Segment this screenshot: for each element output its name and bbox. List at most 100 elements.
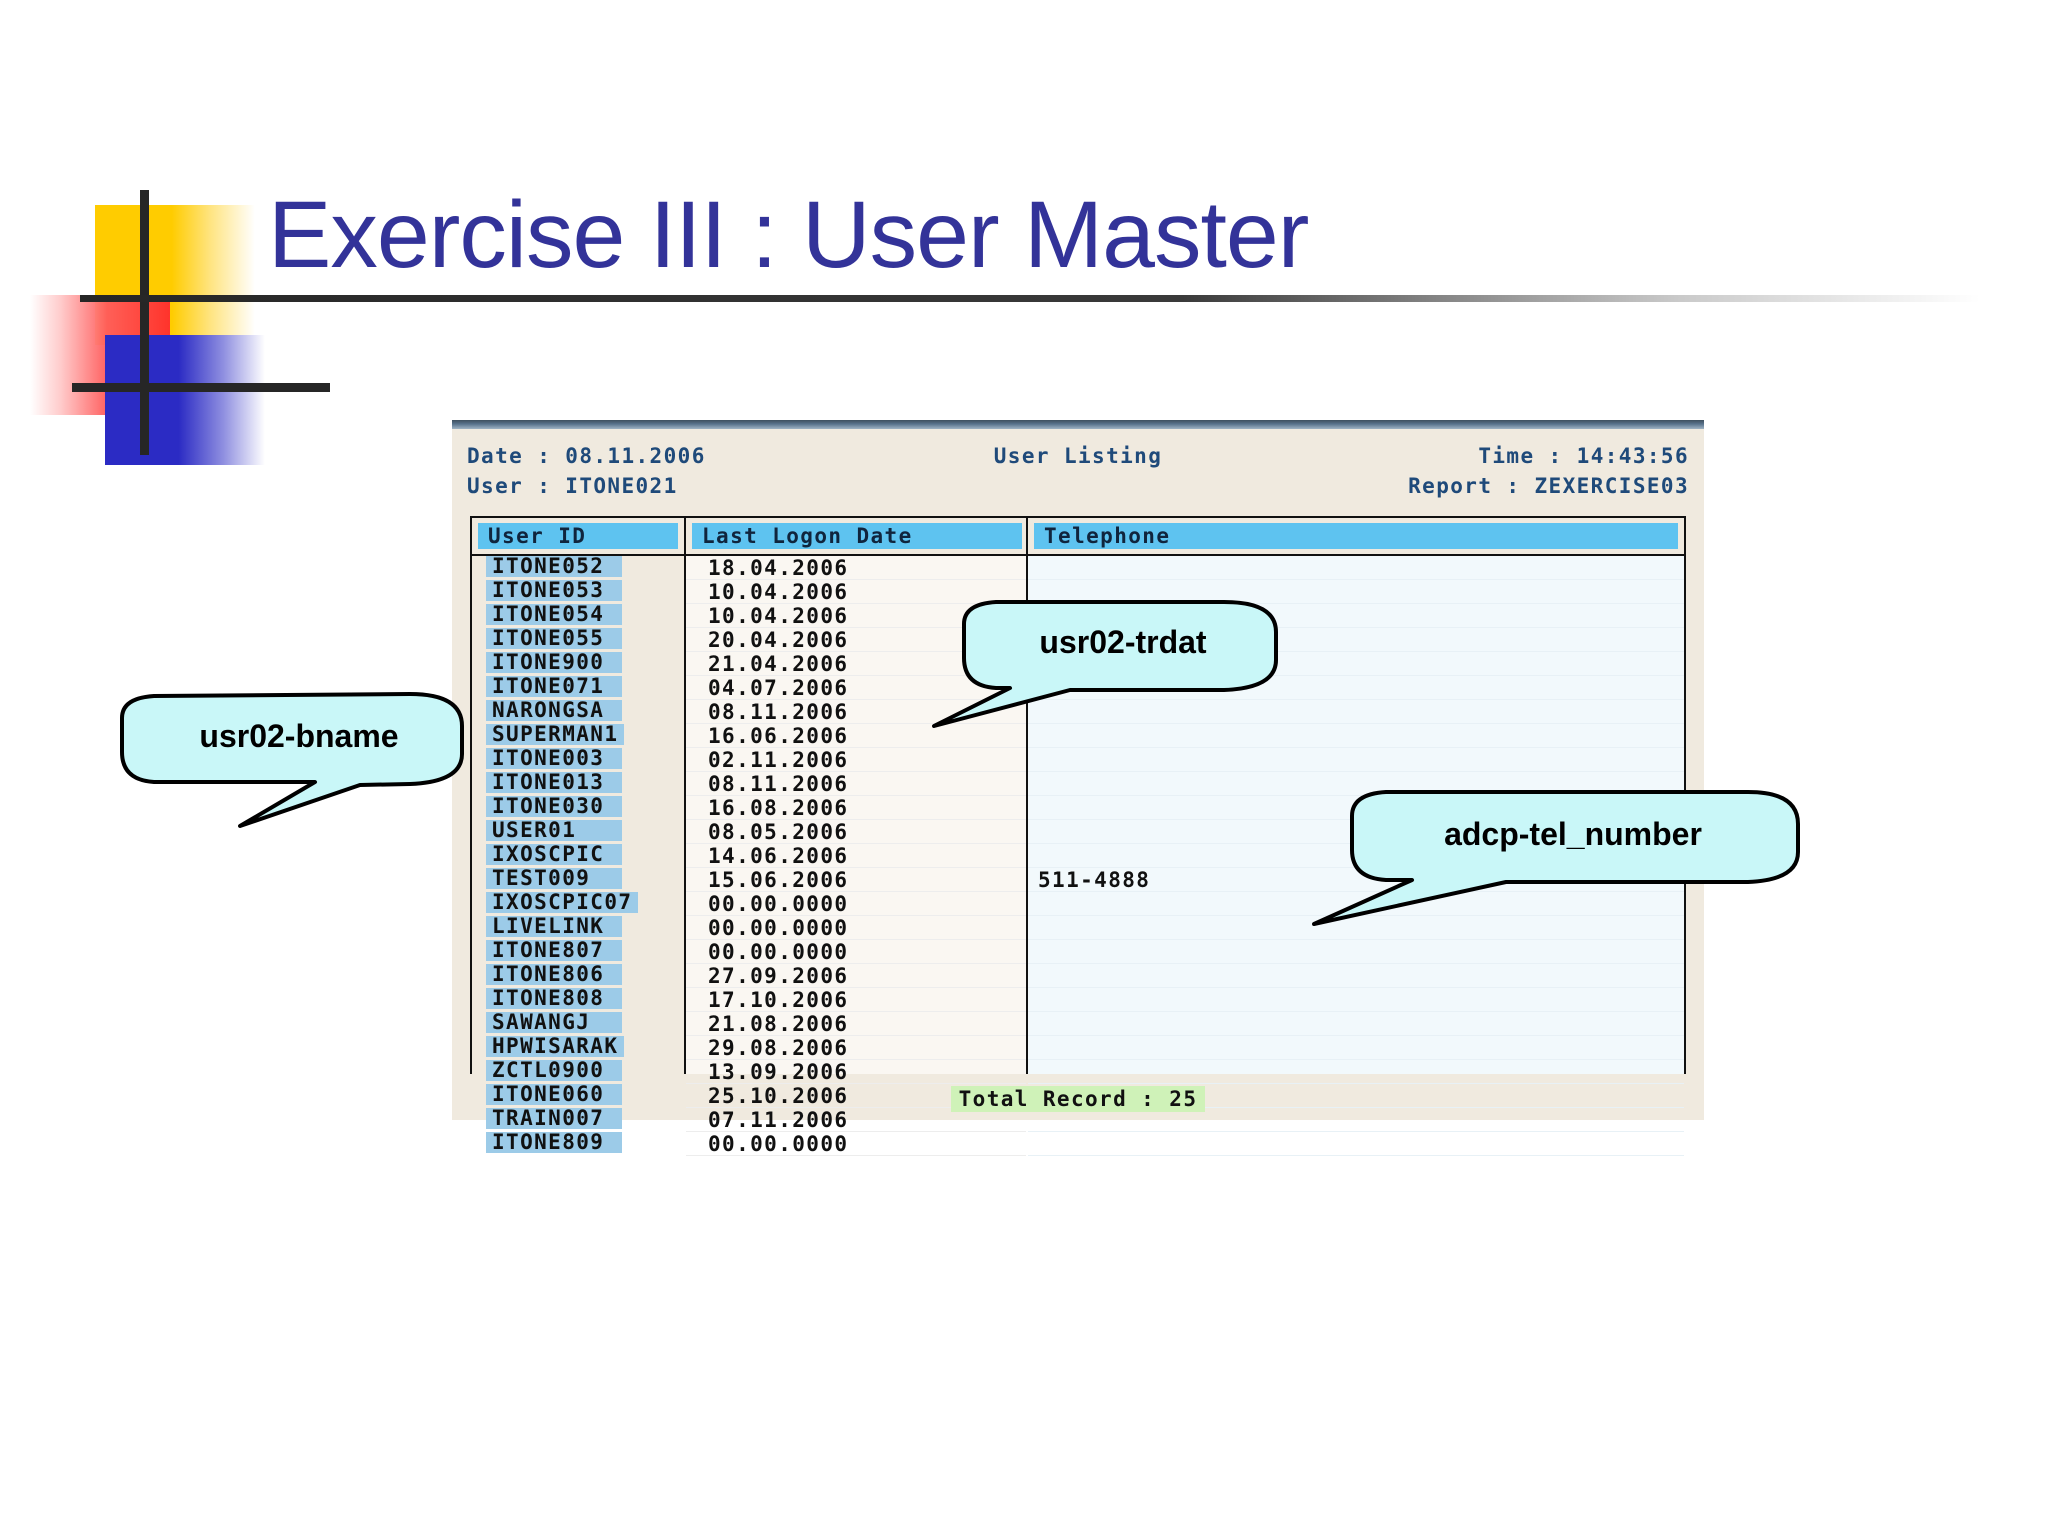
cell-last-logon-date: 00.00.0000 [686, 892, 1026, 916]
table-row[interactable]: ITONE054 [472, 604, 684, 628]
table-row[interactable]: USER01 [472, 820, 684, 844]
cell-user-id: ITONE055 [486, 628, 622, 649]
table-row[interactable]: ZCTL0900 [472, 1060, 684, 1084]
title-underline-rule [80, 295, 1980, 302]
table-row[interactable]: NARONGSA [472, 700, 684, 724]
cell-last-logon-date: 08.11.2006 [686, 700, 1026, 724]
cell-telephone [1028, 1084, 1684, 1108]
table-row[interactable]: SUPERMAN1 [472, 724, 684, 748]
page-title: Exercise III : User Master [268, 182, 1309, 288]
table-row[interactable]: ITONE030 [472, 796, 684, 820]
cell-last-logon-date: 02.11.2006 [686, 748, 1026, 772]
callout-adcp-tel-number: adcp-tel_number [1312, 788, 1818, 928]
cell-last-logon-date: 04.07.2006 [686, 676, 1026, 700]
callout-bubble-shape [120, 692, 464, 828]
report-footer: Total Record : 25 [452, 1086, 1704, 1112]
report-title: User Listing [993, 444, 1163, 468]
total-record-label: Total Record : 25 [950, 1086, 1206, 1112]
logo-vertical-bar [140, 190, 149, 455]
cell-telephone [1028, 604, 1684, 628]
callout-bubble-shape [1312, 790, 1800, 926]
logo-horizontal-bar [72, 383, 330, 392]
cell-telephone [1028, 652, 1684, 676]
cell-telephone [1028, 1012, 1684, 1036]
report-name: Report : ZEXERCISE03 [1408, 474, 1689, 498]
table-row[interactable]: ITONE807 [472, 940, 684, 964]
column-header-last-logon[interactable]: Last Logon Date [692, 523, 1022, 549]
cell-telephone [1028, 724, 1684, 748]
column-header-user-id[interactable]: User ID [478, 523, 678, 549]
cell-telephone [1028, 964, 1684, 988]
cell-user-id: ITONE807 [486, 940, 622, 961]
cell-last-logon-date: 16.06.2006 [686, 724, 1026, 748]
cell-last-logon-date: 17.10.2006 [686, 988, 1026, 1012]
cell-user-id: SUPERMAN1 [486, 724, 625, 745]
cell-last-logon-date: 00.00.0000 [686, 916, 1026, 940]
table-row[interactable]: LIVELINK [472, 916, 684, 940]
cell-user-id: ITONE806 [486, 964, 622, 985]
cell-user-id: IXOSCPIC07 [486, 892, 639, 913]
cell-telephone [1028, 1036, 1684, 1060]
table-row[interactable]: IXOSCPIC [472, 844, 684, 868]
cell-last-logon-date: 18.04.2006 [686, 556, 1026, 580]
callout-label-usr02-bname: usr02-bname [199, 718, 399, 754]
cell-telephone [1028, 988, 1684, 1012]
table-row[interactable]: ITONE060 [472, 1084, 684, 1108]
cell-last-logon-date: 13.09.2006 [686, 1060, 1026, 1084]
cell-telephone [1028, 628, 1684, 652]
table-row[interactable]: ITONE806 [472, 964, 684, 988]
column-header-telephone[interactable]: Telephone [1034, 523, 1678, 549]
cell-user-id: IXOSCPIC [486, 844, 622, 865]
template-logo [30, 190, 330, 470]
cell-user-id: ITONE060 [486, 1084, 622, 1105]
cell-last-logon-date: 10.04.2006 [686, 580, 1026, 604]
cell-telephone [1028, 916, 1684, 940]
cell-user-id: ITONE071 [486, 676, 622, 697]
panel-title-bar [452, 420, 1704, 429]
cell-user-id: LIVELINK [486, 916, 622, 937]
table-header-row: User ID Last Logon Date Telephone [472, 518, 1684, 556]
table-row[interactable]: ITONE013 [472, 772, 684, 796]
cell-last-logon-date: 15.06.2006 [686, 868, 1026, 892]
cell-user-id: ITONE809 [486, 1132, 622, 1153]
cell-user-id: ITONE052 [486, 556, 622, 577]
cell-user-id: ITONE053 [486, 580, 622, 601]
cell-telephone [1028, 1132, 1684, 1156]
cell-user-id: SAWANGJ [486, 1012, 622, 1033]
cell-last-logon-date: 21.04.2006 [686, 652, 1026, 676]
cell-telephone [1028, 1108, 1684, 1132]
cell-user-id: ITONE030 [486, 796, 622, 817]
table-row[interactable]: ITONE809 [472, 1132, 684, 1156]
report-date: Date : 08.11.2006 [467, 444, 706, 468]
logo-blue-square [105, 335, 265, 465]
table-row[interactable]: HPWISARAK [472, 1036, 684, 1060]
cell-last-logon-date: 08.05.2006 [686, 820, 1026, 844]
cell-last-logon-date: 00.00.0000 [686, 940, 1026, 964]
table-row[interactable]: TEST009 [472, 868, 684, 892]
table-row[interactable]: ITONE052 [472, 556, 684, 580]
table-row[interactable]: ITONE808 [472, 988, 684, 1012]
table-row[interactable]: ITONE003 [472, 748, 684, 772]
cell-telephone [1028, 700, 1684, 724]
cell-telephone [1028, 940, 1684, 964]
table-row[interactable]: TRAIN007 [472, 1108, 684, 1132]
cell-user-id: ITONE003 [486, 748, 622, 769]
table-row[interactable]: ITONE053 [472, 580, 684, 604]
callout-label-usr02-trdat: usr02-trdat [1039, 624, 1207, 660]
table-row[interactable]: SAWANGJ [472, 1012, 684, 1036]
table-row[interactable]: ITONE900 [472, 652, 684, 676]
cell-last-logon-date: 21.08.2006 [686, 1012, 1026, 1036]
table-row[interactable]: ITONE055 [472, 628, 684, 652]
callout-bubble-shape [932, 600, 1278, 728]
sap-report-panel: Date : 08.11.2006 User : ITONE021 User L… [452, 420, 1704, 1156]
cell-last-logon-date: 20.04.2006 [686, 628, 1026, 652]
cell-user-id: ZCTL0900 [486, 1060, 622, 1081]
cell-last-logon-date: 16.08.2006 [686, 796, 1026, 820]
table-row[interactable]: ITONE071 [472, 676, 684, 700]
table-row[interactable]: IXOSCPIC07 [472, 892, 684, 916]
cell-last-logon-date: 27.09.2006 [686, 964, 1026, 988]
report-user: User : ITONE021 [467, 474, 678, 498]
cell-telephone [1028, 1060, 1684, 1084]
